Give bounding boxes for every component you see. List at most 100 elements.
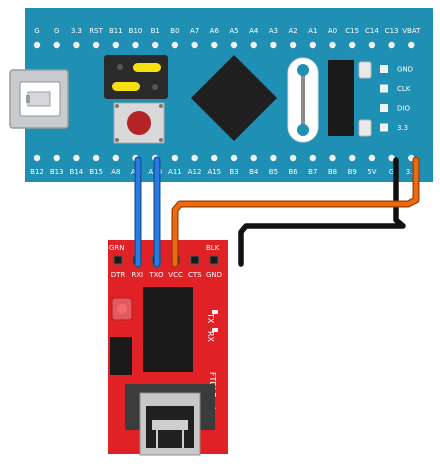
- voltage-regulator: [328, 60, 354, 136]
- top-pin-hole: [53, 41, 60, 49]
- ftdi-pin-label: CTS: [188, 271, 202, 279]
- bottom-pin-hole: [250, 154, 257, 162]
- top-pin-hole: [250, 41, 257, 49]
- top-pin-label: A2: [288, 27, 297, 35]
- bottom-pin-label: B13: [50, 168, 64, 176]
- bottom-pin-label: B6: [288, 168, 298, 176]
- rx-label: RX: [206, 331, 215, 343]
- top-pin-label: 3.3: [71, 27, 82, 35]
- top-pin-hole: [309, 41, 316, 49]
- swd-pin-label: 3.3: [397, 124, 408, 132]
- bottom-pin-label: B12: [30, 168, 44, 176]
- top-pin-label: A4: [249, 27, 259, 35]
- bottom-pin-hole: [211, 154, 218, 162]
- top-pin-label: A5: [229, 27, 238, 35]
- ftdi-pin-label: TXO: [148, 271, 164, 279]
- bottom-pin-label: A8: [111, 168, 120, 176]
- top-pin-hole: [329, 41, 336, 49]
- top-pin-label: B0: [170, 27, 179, 35]
- boot-jumpers: [104, 55, 168, 99]
- top-pin-label: VBAT: [402, 27, 421, 35]
- ftdi-pin-label: RXI: [131, 271, 143, 279]
- bottom-pin-hole: [92, 154, 100, 162]
- top-pin-hole: [92, 41, 100, 49]
- ftdi-pin-hole: [113, 255, 123, 265]
- jumper-boot1: [112, 82, 140, 91]
- top-pin-label: A0: [328, 27, 337, 35]
- crystal-oscillator: [287, 57, 319, 143]
- ftdi-label-grn: GRN: [109, 244, 125, 252]
- top-pin-hole: [349, 41, 356, 49]
- bottom-pin-label: A11: [168, 168, 182, 176]
- top-pin-label: A3: [269, 27, 278, 35]
- bottom-pin-label: B3: [229, 168, 238, 176]
- user-led: [358, 119, 372, 137]
- ftdi-pin-label: GND: [206, 271, 222, 279]
- wires: [134, 156, 420, 268]
- ftdi-chip: [143, 287, 193, 372]
- wire-gnd: [238, 157, 406, 267]
- swd-pin-hole: [380, 84, 388, 93]
- bottom-pin-hole: [73, 154, 80, 162]
- tx-label: TX: [206, 312, 215, 324]
- ftdi-pin-label: DTR: [111, 271, 126, 279]
- bottom-pin-label: A15: [207, 168, 221, 176]
- top-pin-label: A7: [190, 27, 199, 35]
- top-pin-label: C14: [365, 27, 379, 35]
- bottom-pin-label: A12: [188, 168, 202, 176]
- top-pin-label: A6: [210, 27, 220, 35]
- top-pin-hole: [368, 41, 376, 49]
- bottom-pin-hole: [329, 154, 336, 162]
- ftdi-label-blk: BLK: [206, 244, 220, 252]
- bottom-pin-hole: [270, 154, 277, 162]
- top-pin-label: C15: [345, 27, 359, 35]
- top-pin-hole: [132, 41, 139, 49]
- usb-connector: [9, 69, 69, 129]
- top-pin-hole: [73, 41, 80, 49]
- top-pin-hole: [270, 41, 277, 49]
- bottom-pin-hole: [349, 154, 356, 162]
- rx-led: [212, 328, 218, 332]
- bottom-pin-label: B5: [269, 168, 278, 176]
- mini-usb-connector: [125, 384, 215, 456]
- top-pin-hole: [152, 41, 159, 49]
- top-pin-label: B11: [109, 27, 123, 35]
- top-pin-hole: [191, 41, 198, 49]
- top-pin-label: C13: [385, 27, 399, 35]
- bottom-pin-label: B14: [70, 168, 84, 176]
- top-pin-hole: [289, 41, 297, 49]
- top-pin-label: A1: [308, 27, 317, 35]
- ftdi-pin-hole: [190, 255, 200, 265]
- top-pin-hole: [408, 41, 415, 49]
- ftdi-pin-hole: [209, 255, 219, 265]
- swd-header: GND CLK DIO 3.3: [380, 65, 413, 132]
- top-pin-label: G: [54, 27, 59, 35]
- swd-pin-label: GND: [397, 66, 413, 74]
- swd-pin-hole: [380, 65, 388, 73]
- top-pin-hole: [211, 41, 218, 49]
- bottom-pin-hole: [33, 154, 41, 162]
- bottom-pin-hole: [289, 154, 297, 162]
- top-pin-hole: [171, 41, 179, 49]
- bottom-pin-hole: [309, 154, 316, 162]
- power-led: [358, 61, 372, 79]
- bottom-pin-label: G: [389, 168, 394, 176]
- top-pin-hole: [230, 41, 238, 49]
- swd-pin-hole: [380, 104, 388, 112]
- bottom-pin-label: B15: [89, 168, 103, 176]
- top-pin-hole: [388, 41, 395, 49]
- bottom-pin-hole: [388, 154, 395, 162]
- wire-vcc: [172, 157, 419, 267]
- bottom-pin-label: B8: [328, 168, 337, 176]
- bottom-pin-label: 5V: [367, 168, 376, 176]
- ftdi-pin-label: VCC: [168, 271, 183, 279]
- reset-button: [113, 102, 165, 144]
- swd-pin-label: DIO: [397, 105, 410, 113]
- jumper-boot0: [133, 63, 161, 72]
- swd-pin-label: CLK: [397, 85, 411, 93]
- bottom-pin-hole: [191, 154, 198, 162]
- bottom-pin-label: B4: [249, 168, 259, 176]
